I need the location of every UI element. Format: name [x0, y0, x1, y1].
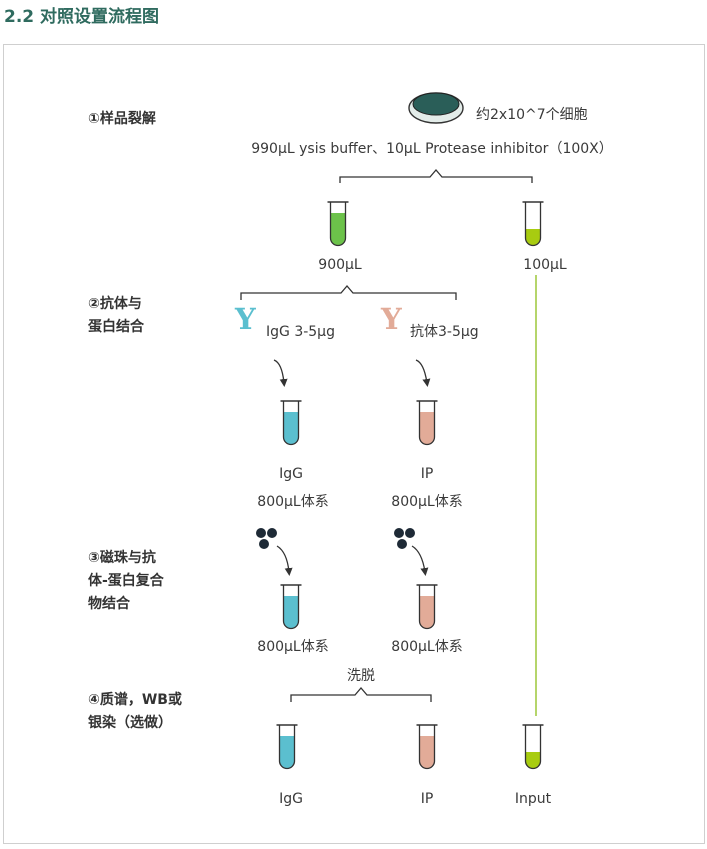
- input-100-tube-icon: [522, 201, 544, 247]
- ip-bead-tube-icon: [416, 584, 438, 630]
- igg-system-label: 800μL体系: [257, 494, 329, 510]
- lysis-buffer-label: 990μL ysis buffer、10μL Protease inhibito…: [251, 141, 613, 157]
- final-igg-tube-icon: [276, 724, 298, 770]
- volume-900-label: 900μL: [318, 257, 362, 273]
- ip-bead-arrow: [411, 545, 429, 576]
- ip-antibody-label: 抗体3-5μg: [410, 324, 479, 340]
- ip-antibody-icon: Y: [381, 302, 402, 336]
- step-2-label-line2: 蛋白结合: [88, 319, 144, 335]
- page-title: 2.2 对照设置流程图: [4, 7, 160, 27]
- split-900-bracket: [240, 285, 457, 300]
- igg-bead-system-label: 800μL体系: [257, 639, 329, 655]
- igg-tube-icon: [280, 400, 302, 446]
- magnetic-beads-icon: [394, 528, 415, 549]
- ip-tube-label: IP: [420, 466, 434, 482]
- final-ip-label: IP: [420, 791, 434, 807]
- elution-label: 洗脱: [347, 668, 375, 684]
- step-3-label-line1: ③磁珠与抗: [88, 550, 156, 566]
- volume-100-label: 100μL: [523, 257, 567, 273]
- ip-bead-system-label: 800μL体系: [391, 639, 463, 655]
- lysate-900-tube-icon: [327, 201, 349, 247]
- cell-count-label: 约2x10^7个细胞: [476, 107, 588, 123]
- diagram-panel: [3, 44, 705, 844]
- ip-antibody-arrow: [415, 359, 431, 387]
- step-3-label-line3: 物结合: [88, 596, 130, 612]
- final-ip-tube-icon: [416, 724, 438, 770]
- magnetic-beads-icon: [256, 528, 277, 549]
- final-input-tube-icon: [522, 724, 544, 770]
- step-1-label: ①样品裂解: [88, 111, 156, 127]
- igg-antibody-arrow: [273, 359, 288, 387]
- igg-tube-label: IgG: [279, 466, 303, 482]
- igg-bead-arrow: [276, 545, 293, 576]
- petri-dish-icon: [408, 92, 464, 124]
- step-4-label-line2: 银染（选做）: [88, 715, 172, 731]
- lysis-bracket: [339, 169, 533, 183]
- igg-antibody-icon: Y: [235, 302, 256, 336]
- ip-system-label: 800μL体系: [391, 494, 463, 510]
- igg-bead-tube-icon: [280, 584, 302, 630]
- final-input-label: Input: [514, 791, 552, 807]
- step-4-label-line1: ④质谱，WB或: [88, 692, 182, 708]
- step-2-label-line1: ②抗体与: [88, 296, 142, 312]
- final-igg-label: IgG: [279, 791, 303, 807]
- elution-bracket: [290, 687, 432, 702]
- ip-tube-icon: [416, 400, 438, 446]
- igg-antibody-label: IgG 3-5μg: [266, 324, 335, 340]
- step-3-label-line2: 体-蛋白复合: [88, 573, 164, 589]
